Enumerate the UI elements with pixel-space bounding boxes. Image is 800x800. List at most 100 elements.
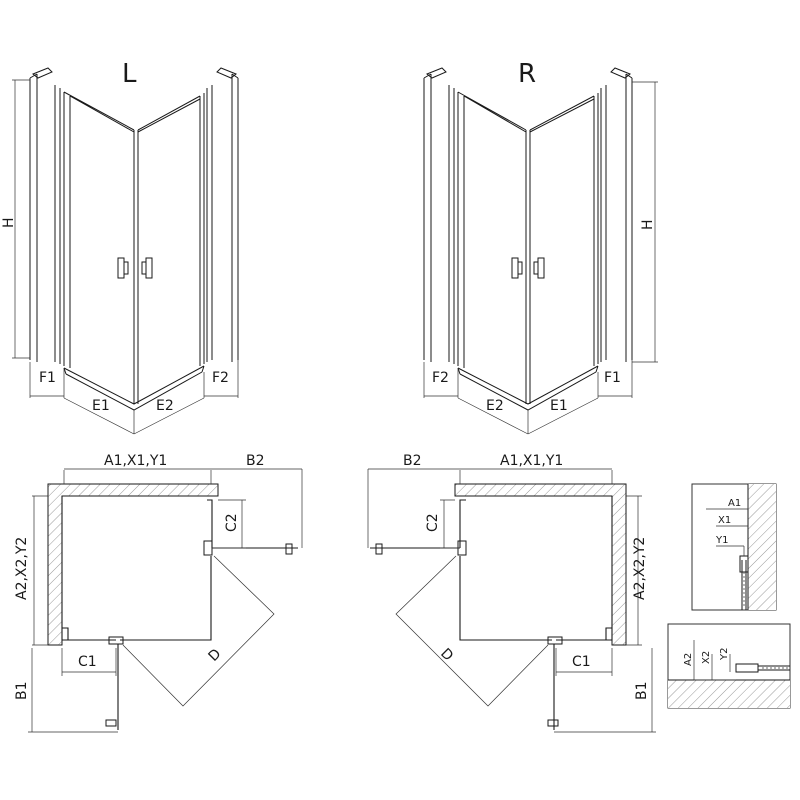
top-bracket-left <box>426 67 447 79</box>
elevation-left: L H F1 E1 E2 F2 <box>1 59 239 435</box>
dim-e1-label: E1 <box>550 398 568 414</box>
detail-x1-label: X1 <box>718 515 731 526</box>
detail-profile <box>739 555 749 610</box>
dim-a1-label: A1,X1,Y1 <box>500 453 563 469</box>
door-center-seam <box>133 130 139 404</box>
dim-d-label: D <box>437 646 456 665</box>
dim-d-label: D <box>206 646 225 665</box>
frame-inner-right <box>556 496 613 641</box>
detail-y1-label: Y1 <box>715 535 728 546</box>
dim-line-e1 <box>63 397 135 435</box>
swing-envelope <box>395 555 549 707</box>
door-left <box>63 91 135 368</box>
dim-line-f2 <box>204 360 239 398</box>
dim-line-b2 <box>211 468 303 548</box>
dim-line-c2 <box>440 499 460 549</box>
variant-label-r: R <box>518 59 536 89</box>
shower-tray <box>457 365 599 411</box>
dim-line-c1 <box>555 648 613 676</box>
dim-e2-label: E2 <box>156 398 174 414</box>
dim-line-a1 <box>63 468 212 484</box>
detail-y2-label: Y2 <box>719 648 730 661</box>
top-bracket-right <box>610 67 631 79</box>
detail-bottom: A2 X2 Y2 <box>667 623 791 709</box>
dim-line-b1 <box>28 648 118 733</box>
corner-profile-right <box>605 627 612 640</box>
detail-dim-lines <box>693 640 736 681</box>
frame-glass-bottom <box>459 556 552 641</box>
detail-a1-label: A1 <box>728 498 741 509</box>
corner-profile-left <box>62 627 69 640</box>
dim-e1-label: E1 <box>92 398 110 414</box>
dim-a1-label: A1,X1,Y1 <box>104 453 167 469</box>
fixed-panel-left-inner <box>448 85 455 364</box>
dim-c1-label: C1 <box>572 654 591 670</box>
hinge-bottom-icon <box>547 636 563 645</box>
detail-wall <box>748 484 776 610</box>
dim-line-a1 <box>459 468 613 484</box>
dim-c2-label: C2 <box>224 513 240 532</box>
dim-line-e1 <box>527 372 599 435</box>
dim-f1-label: F1 <box>604 370 621 386</box>
detail-top: A1 X1 Y1 <box>691 483 777 611</box>
dim-b2-label: B2 <box>246 453 265 469</box>
dim-line-c1 <box>61 648 117 676</box>
handle-mounts <box>518 261 538 275</box>
door-right <box>137 93 205 366</box>
dim-line-e2 <box>457 397 529 435</box>
door-left <box>457 91 527 368</box>
detail-a2-label: A2 <box>683 653 694 666</box>
dim-line-f1 <box>598 360 633 398</box>
swing-envelope <box>122 555 275 707</box>
door-handle-right-icon <box>285 543 293 555</box>
wall-hatched <box>454 483 627 646</box>
fixed-panel-left <box>29 73 38 362</box>
plan-right: D A1,X1,Y1 B2 C2 A2,X2,Y2 B1 C1 <box>367 453 656 733</box>
dim-line-e2 <box>133 372 205 435</box>
frame-glass-left <box>459 499 466 548</box>
dim-f1-label: F1 <box>39 370 56 386</box>
handle-left-icon <box>117 257 125 279</box>
dim-line-h <box>12 79 30 359</box>
dim-c1-label: C1 <box>78 654 97 670</box>
dim-line-a2 <box>32 495 48 646</box>
hinge-right-icon <box>203 540 213 556</box>
dim-line-c2 <box>212 499 246 549</box>
dim-line-b1 <box>554 648 656 733</box>
fixed-panel-right <box>625 73 633 362</box>
dim-f2-label: F2 <box>212 370 229 386</box>
dim-f2-label: F2 <box>432 370 449 386</box>
door-center-seam <box>525 130 531 404</box>
fixed-panel-left <box>423 73 432 362</box>
door-handle-left-icon <box>375 543 383 555</box>
door-right <box>529 93 599 366</box>
dim-h-label: H <box>1 217 17 228</box>
handle-right-icon <box>145 257 153 279</box>
dim-b1-label: B1 <box>14 681 30 700</box>
plan-left: D A1,X1,Y1 B2 C2 A2,X2,Y2 B1 C1 <box>14 453 303 733</box>
detail-x2-label: X2 <box>701 651 712 664</box>
dim-e2-label: E2 <box>486 398 504 414</box>
dim-line-f1 <box>29 362 65 398</box>
dim-c2-label: C2 <box>425 513 441 532</box>
handle-mounts <box>124 261 146 275</box>
fixed-panel-left-inner <box>54 85 61 364</box>
frame-inner-left <box>61 496 116 641</box>
top-bracket-right <box>216 67 237 79</box>
hinge-bottom-icon <box>108 636 124 645</box>
detail-wall <box>668 680 790 708</box>
frame-glass-right <box>207 499 213 548</box>
dim-h-label: H <box>640 219 656 230</box>
detail-profile <box>735 663 790 673</box>
frame-glass-bottom <box>120 556 212 641</box>
dim-b2-label: B2 <box>403 453 422 469</box>
fixed-panel-right-inner <box>206 85 213 362</box>
dim-a2-label: A2,X2,Y2 <box>632 537 648 600</box>
detail-dim-lines <box>706 500 749 556</box>
wall-hatched <box>47 483 219 646</box>
dim-a2-label: A2,X2,Y2 <box>14 537 30 600</box>
elevation-right: R H F2 E2 E1 F1 <box>423 59 658 435</box>
door-handle-bottom-icon <box>547 719 559 727</box>
dim-line-a2 <box>626 495 642 646</box>
